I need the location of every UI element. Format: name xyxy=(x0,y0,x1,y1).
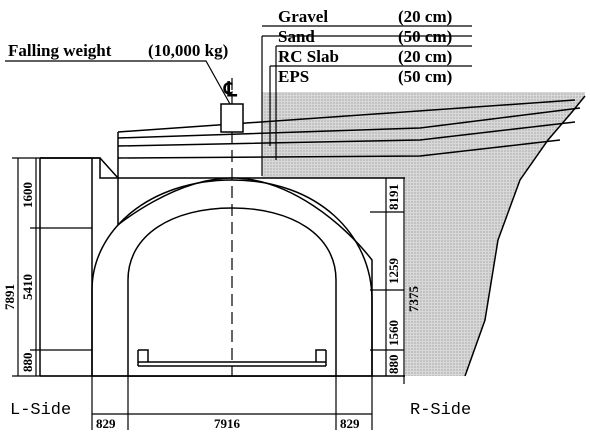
dim-right-upper: 1259 xyxy=(386,258,401,285)
dim-left-bottom: 880 xyxy=(20,353,35,373)
dim-left-mid: 5410 xyxy=(20,274,35,300)
falling-weight-mass: (10,000 kg) xyxy=(148,41,228,60)
falling-weight-block xyxy=(220,103,244,133)
dim-bottom-left: 829 xyxy=(96,416,116,431)
layer-name-sand: Sand xyxy=(278,27,315,46)
layer-thickness-gravel: (20 cm) xyxy=(398,7,452,26)
right-side-label: R-Side xyxy=(410,401,471,420)
dim-right-mid: 1560 xyxy=(386,320,401,346)
cushion-layers xyxy=(117,99,581,179)
layer-name-eps: EPS xyxy=(278,67,309,86)
backfill-soil-region xyxy=(262,92,585,376)
layer-name-rc-slab: RC Slab xyxy=(278,47,339,66)
dim-right-bottom: 880 xyxy=(386,355,401,375)
layer-thickness-rc-slab: (20 cm) xyxy=(398,47,452,66)
layer-thickness-eps: (50 cm) xyxy=(398,67,452,86)
left-side-label: L-Side xyxy=(10,401,71,420)
backfill-right-slope xyxy=(464,95,586,377)
tunnel-outer-crown xyxy=(91,179,373,376)
falling-weight-label: Falling weight xyxy=(8,41,112,60)
leader-lines xyxy=(5,25,472,176)
layer-thickness-sand: (50 cm) xyxy=(398,27,452,46)
dim-right-top: 8191 xyxy=(386,184,401,210)
dim-right-total: 7375 xyxy=(406,286,421,313)
layer-name-gravel: Gravel xyxy=(278,7,328,26)
layer-legend: Gravel (20 cm) Sand (50 cm) RC Slab (20 … xyxy=(278,7,452,86)
left-dimension-lines xyxy=(12,157,92,377)
dim-bottom-right: 829 xyxy=(340,416,360,431)
dim-bottom-center: 7916 xyxy=(214,416,241,431)
dim-left-top: 1600 xyxy=(20,182,35,208)
centerline-symbol: ℄ xyxy=(223,79,238,101)
right-dimension-lines xyxy=(370,178,405,384)
dim-left-total: 7891 xyxy=(2,284,17,310)
bottom-dimension-lines xyxy=(91,376,373,430)
